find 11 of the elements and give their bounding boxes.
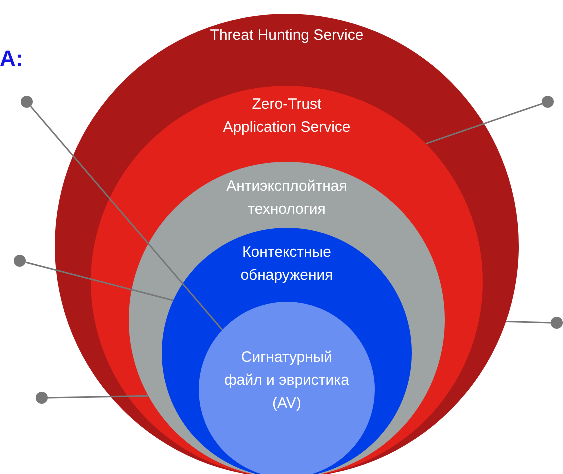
leader-line <box>26 262 174 302</box>
layer-label: Антиэксплойтная технология <box>226 177 348 220</box>
layer-label: Сигнатурный файл и эвристика (AV) <box>224 348 350 414</box>
layer-label: Threat Hunting Service <box>209 26 365 46</box>
layer-label: Zero-Trust Application Service <box>222 95 352 138</box>
leader-line <box>426 103 543 145</box>
leader-line <box>506 320 552 324</box>
leader-line <box>30 106 224 331</box>
layer-label: Контекстные обнаружения <box>240 243 334 286</box>
section-letter: A: <box>0 45 24 73</box>
leader-line <box>48 395 149 399</box>
